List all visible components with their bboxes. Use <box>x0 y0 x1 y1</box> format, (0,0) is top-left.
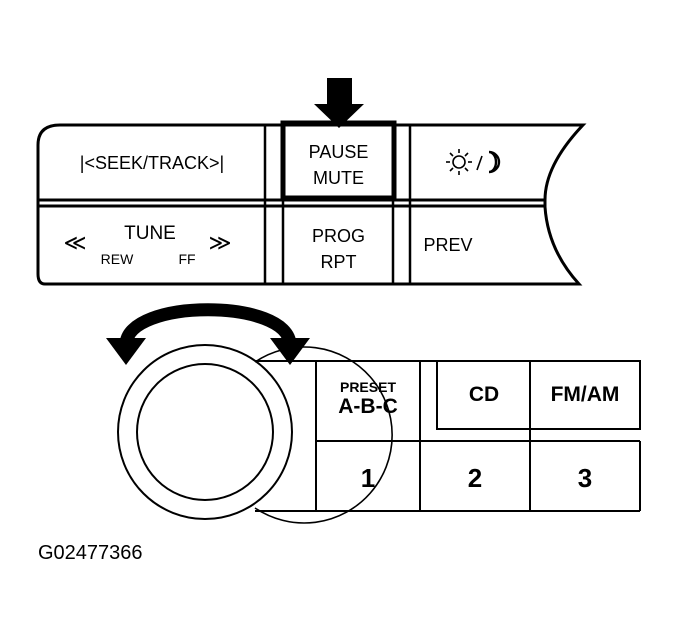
prev-label: PREV <box>423 235 473 255</box>
cd-button[interactable]: CD <box>439 363 529 427</box>
seek-track-button[interactable]: |<SEEK/TRACK>| <box>40 127 264 199</box>
rpt-label: RPT <box>320 252 357 272</box>
day-night-button[interactable] <box>412 127 542 199</box>
ff-symbol-icon: ≫ <box>208 230 232 255</box>
fm-am-label: FM/AM <box>550 383 620 406</box>
ff-label: FF <box>178 251 196 267</box>
fm-am-button[interactable]: FM/AM <box>532 363 638 427</box>
pause-mute-button[interactable]: PAUSE MUTE <box>286 127 391 197</box>
down-arrow-icon <box>314 78 364 128</box>
preset-label: PRESET <box>339 379 396 395</box>
prog-label: PROG <box>311 226 365 246</box>
seek-track-label: |<SEEK/TRACK>| <box>79 153 225 173</box>
abc-label: A-B-C <box>338 395 398 418</box>
tune-label: TUNE <box>124 223 176 244</box>
prev-button[interactable]: PREV <box>412 208 542 282</box>
prog-rpt-button[interactable]: PROG RPT <box>286 208 391 282</box>
figure-id: G02477366 <box>38 542 143 564</box>
mute-label: MUTE <box>313 168 364 188</box>
preset-2-label: 2 <box>467 463 483 493</box>
moon-icon <box>488 150 501 174</box>
preset-3-label: 3 <box>577 463 593 493</box>
preset-3-button[interactable]: 3 <box>532 443 638 509</box>
rotate-arrow-icon <box>119 303 297 347</box>
upper-panel-outline <box>36 123 587 286</box>
preset-2-button[interactable]: 2 <box>422 443 528 509</box>
tune-button[interactable]: ≪ TUNE REW FF ≫ <box>40 208 264 282</box>
preset-1-button[interactable]: 1 <box>318 443 418 509</box>
rew-symbol-icon: ≪ <box>63 230 87 255</box>
preset-abc-button[interactable]: PRESET A-B-C <box>318 363 418 439</box>
sun-icon <box>446 149 472 175</box>
cd-label: CD <box>468 383 500 406</box>
preset-grid <box>255 360 641 512</box>
pause-label: PAUSE <box>308 142 369 162</box>
rew-label: REW <box>100 251 134 267</box>
rotary-knob <box>117 344 393 524</box>
preset-1-label: 1 <box>360 463 376 493</box>
